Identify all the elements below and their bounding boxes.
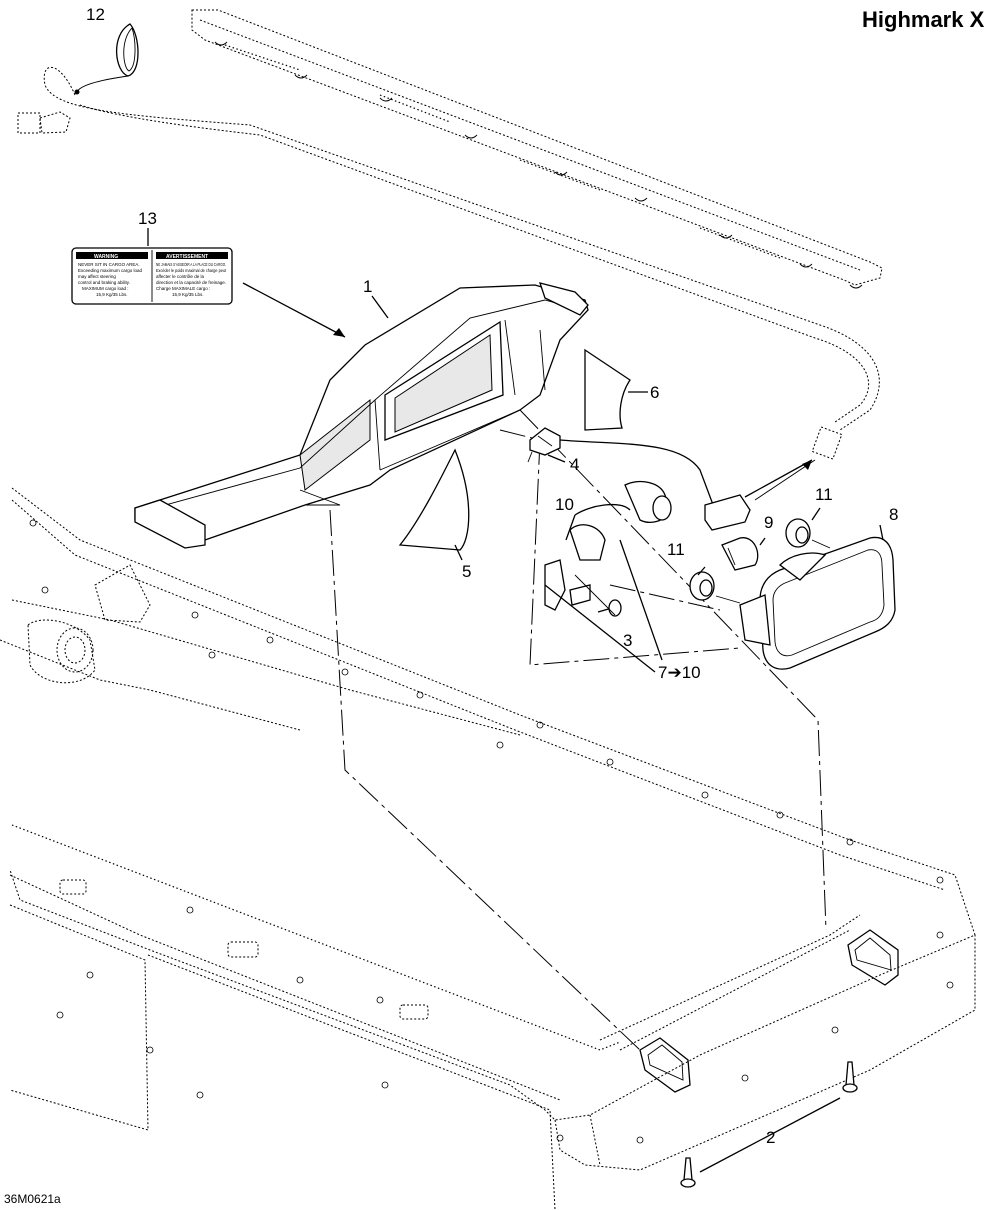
warning-fr-header: AVERTISSEMENT bbox=[166, 254, 208, 260]
tie-strap bbox=[74, 23, 139, 95]
callout-11-lower: 11 bbox=[667, 540, 685, 559]
leader-lines bbox=[147, 228, 884, 673]
warning-fr-line-1: NE JAMAIS S'ASSEOIR A LA PLACE DU CARGO. bbox=[156, 262, 226, 267]
taillight-harness bbox=[544, 439, 816, 611]
callout-10: 10 bbox=[555, 495, 574, 514]
warning-en-line-1: NEVER SIT IN CARGO AREA. bbox=[78, 262, 140, 267]
upper-rail bbox=[191, 9, 883, 289]
callout-5: 5 bbox=[462, 562, 471, 581]
bulb bbox=[721, 537, 759, 571]
warning-en-line-2: Exceeding maximum cargo load bbox=[78, 268, 143, 273]
screw bbox=[574, 574, 622, 617]
drawing-code: 36M0621a bbox=[4, 1192, 61, 1206]
diagram-title: Highmark X bbox=[862, 7, 985, 32]
wiring-harness bbox=[17, 67, 880, 460]
callout-3: 3 bbox=[623, 631, 632, 650]
warning-fr-line-6: 15,9 Kg/35 Lbs. bbox=[172, 292, 204, 297]
grommet-lower bbox=[689, 571, 741, 604]
callout-2: 2 bbox=[766, 1128, 775, 1147]
warning-fr-line-2: Excéder le poids maximal de charge peut bbox=[156, 268, 227, 273]
warning-en-line-4: control and braking ability. bbox=[78, 280, 130, 285]
grommet-upper bbox=[785, 518, 831, 549]
callout-1: 1 bbox=[363, 277, 372, 296]
tunnel bbox=[0, 487, 976, 1210]
warning-fr-line-5: Charge MAXIMALE cargo : bbox=[156, 286, 210, 291]
side-deflector-left bbox=[398, 448, 470, 551]
warning-fr-line-3: affecter le contrôle de la bbox=[156, 274, 204, 279]
warning-label: WARNING AVERTISSEMENT NEVER SIT IN CARGO… bbox=[71, 247, 233, 305]
callout-4: 4 bbox=[570, 455, 579, 474]
cargo-rack bbox=[134, 282, 589, 549]
side-deflector-right bbox=[584, 348, 631, 431]
callout-7-10: 7➔10 bbox=[658, 663, 701, 682]
callout-9: 9 bbox=[764, 513, 773, 532]
taillight bbox=[739, 536, 896, 670]
warning-en-line-3: may affect steering bbox=[78, 274, 116, 279]
warning-en-line-5: MAXIMUM cargo load : bbox=[82, 286, 129, 291]
warning-en-line-6: 15,9 Kg/35 Lbs. bbox=[96, 292, 128, 297]
rivets bbox=[680, 1061, 858, 1188]
connector-clip bbox=[527, 427, 561, 463]
warning-en-header: WARNING bbox=[94, 254, 118, 260]
callout-6: 6 bbox=[650, 383, 659, 402]
callout-8: 8 bbox=[889, 505, 898, 524]
assembly-lines bbox=[329, 409, 827, 1051]
callout-13: 13 bbox=[138, 209, 157, 228]
callout-12: 12 bbox=[86, 5, 105, 24]
warning-fr-line-4: direction et la capacité de freinage. bbox=[156, 280, 226, 285]
callout-11-upper: 11 bbox=[815, 485, 833, 504]
